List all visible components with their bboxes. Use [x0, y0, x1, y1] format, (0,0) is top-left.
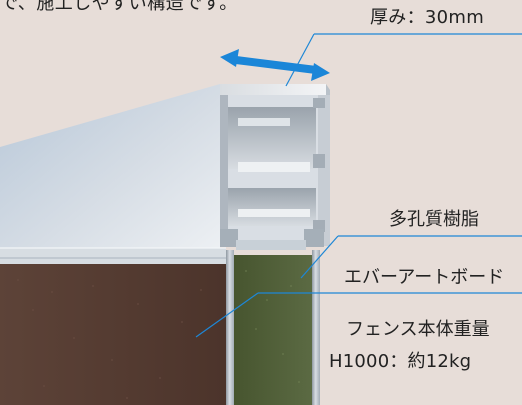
aluminum-rail-right-wall — [318, 95, 330, 246]
art-board-panel — [0, 264, 226, 405]
thickness-arrow-right-head — [311, 63, 330, 81]
board-texture — [17, 279, 202, 399]
fence-weight-value: H1000：約12kg — [329, 351, 472, 372]
inner-web-bottom — [238, 209, 310, 217]
profile-fin-2 — [313, 154, 325, 168]
center-clip-base — [236, 240, 306, 250]
right-side-rail — [312, 250, 320, 405]
upper-chamber — [228, 107, 316, 169]
porous-resin-layer — [234, 255, 312, 405]
porous-resin-label: 多孔質樹脂 — [389, 209, 479, 230]
aluminum-top-edge — [220, 84, 326, 95]
board-callout-line — [195, 292, 259, 338]
profile-fin-1 — [313, 98, 325, 108]
thickness-label: 厚み：30mm — [370, 7, 485, 28]
resin-texture — [245, 270, 300, 383]
aluminum-rail-left-wall — [220, 95, 228, 246]
lower-chamber — [228, 188, 316, 226]
art-board-label: エバーアートボード — [344, 267, 505, 288]
lower-face-panel — [0, 248, 226, 264]
right-clip — [304, 229, 324, 247]
fence-weight-title: フェンス本体重量 — [346, 319, 490, 340]
thickness-callout-line — [285, 33, 315, 87]
inner-web-top — [238, 118, 290, 126]
resin-callout-line — [300, 235, 339, 279]
left-clip — [220, 229, 238, 247]
aluminum-front-face — [0, 84, 220, 258]
left-side-rail — [226, 250, 234, 405]
top-note-text: で、施工しやすい構造です。 — [0, 0, 238, 14]
thickness-arrow-shaft — [232, 56, 320, 74]
thickness-arrow-left-head — [220, 49, 239, 67]
inner-web-mid — [238, 162, 310, 172]
